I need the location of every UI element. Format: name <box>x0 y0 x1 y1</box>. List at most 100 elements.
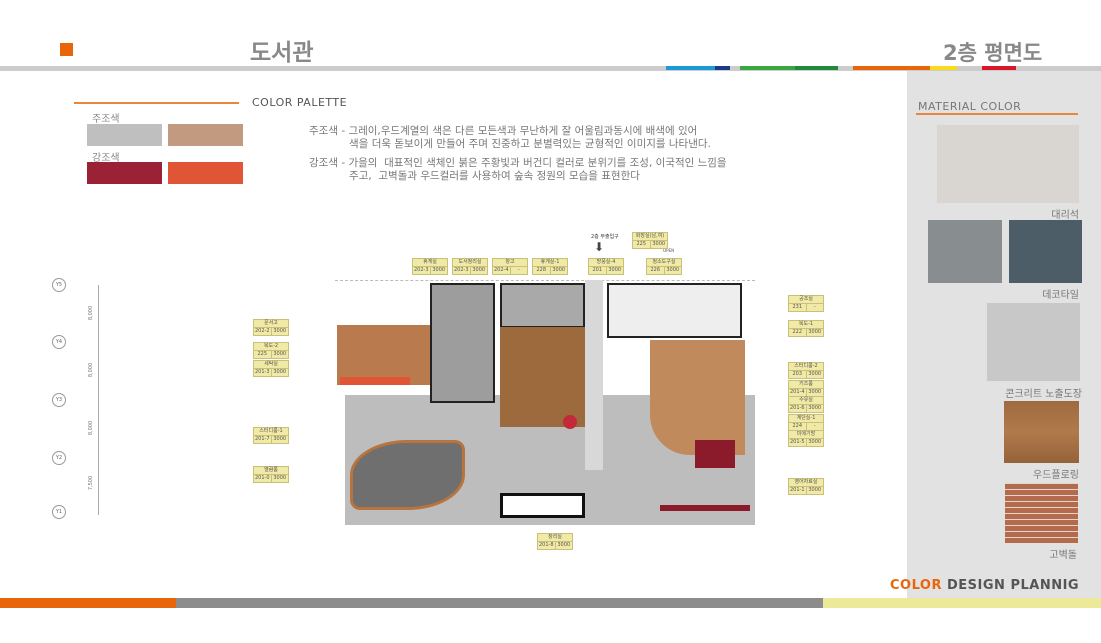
room-height: 3000 <box>663 267 682 274</box>
bar-segment-darkgreen <box>795 66 838 70</box>
room-name: 공조실 <box>789 296 823 304</box>
material-divider <box>916 113 1078 115</box>
room-height: - <box>509 267 528 274</box>
axis-dimension: 8,000 <box>88 305 95 321</box>
restrooms <box>607 283 742 338</box>
room-name: 세탁실 <box>254 361 288 369</box>
room-height: 3000 <box>805 389 824 396</box>
room-name: 휴게실-1 <box>533 259 567 267</box>
room-height: 3000 <box>805 439 824 446</box>
bar-segment-green <box>740 66 795 70</box>
wood-flooring-swatch <box>1004 401 1079 463</box>
room-code: 201-4 <box>789 389 805 395</box>
room-height: 3000 <box>270 475 289 482</box>
footer-accent: COLOR <box>890 578 942 593</box>
red-seating-icon <box>563 415 577 429</box>
room-height: 3000 <box>805 371 824 378</box>
room-name: 수유실 <box>789 397 823 405</box>
room-name: 키즈룸 <box>789 381 823 389</box>
header-divider <box>0 66 1101 71</box>
wood-room-left <box>337 325 430 385</box>
room-code: 201-3 <box>254 369 270 375</box>
accent-swatch-orange <box>168 162 243 184</box>
room-code: 222 <box>792 329 803 335</box>
room-code: 202-2 <box>254 328 270 334</box>
entrance-arrow-icon: ⬇ <box>594 240 605 254</box>
room-code: 201 <box>592 267 603 273</box>
central-wood-room <box>500 327 585 427</box>
main-swatch-wood <box>168 124 243 146</box>
accent-swatch-burgundy <box>87 162 162 184</box>
accent-color-label: 강조색 <box>92 153 120 164</box>
grid-axis-line <box>98 285 99 515</box>
room-height: 3000 <box>805 405 824 412</box>
concrete-swatch <box>987 303 1080 381</box>
footer-rest: DESIGN PLANNIG <box>941 578 1080 593</box>
footer-title: COLOR DESIGN PLANNIG <box>890 578 1079 593</box>
room-name: 화장실(남,여) <box>633 233 667 241</box>
room-height: 3000 <box>469 267 488 274</box>
room-code: 202-3 <box>413 267 429 273</box>
entrance-label: 2층 부출입구 <box>591 234 619 240</box>
decotile-swatch-blue <box>1009 220 1082 283</box>
study-room-gray <box>500 283 585 328</box>
room-code: 203 <box>792 371 803 377</box>
room-name: 열람룸 <box>254 467 288 475</box>
header-marker <box>60 43 73 56</box>
room-code: 201-7 <box>254 436 270 442</box>
bar-segment-yellow <box>930 66 957 70</box>
decotile-swatch-gray <box>928 220 1002 283</box>
axis-dimension: 8,000 <box>88 420 95 436</box>
room-height: - <box>805 423 824 430</box>
page-title: 도서관 <box>250 40 314 66</box>
room-name: 휴게실 <box>413 259 447 267</box>
room-name: 청소도구실 <box>647 259 681 267</box>
axis-dimension: 7,500 <box>88 475 95 491</box>
corridor <box>585 280 603 470</box>
room-height: 3000 <box>270 436 289 443</box>
room-name: 스터디룸-2 <box>789 363 823 371</box>
main-color-description: 주조색 - 그레이,우드계열의 색은 다른 모든색과 무난하게 잘 어울림과동시… <box>309 125 711 150</box>
axis-marker: Y2 <box>52 451 66 465</box>
material-label: 고벽돌 <box>1049 550 1077 561</box>
room-height: 3000 <box>270 369 289 376</box>
burgundy-room <box>695 440 735 468</box>
room-code: 202-3 <box>453 267 469 273</box>
material-label: 데코타일 <box>1042 290 1079 301</box>
material-title: MATERIAL COLOR <box>918 100 1022 113</box>
footer-bar-gray <box>176 598 823 608</box>
room-name: 문서고 <box>254 320 288 328</box>
footer-bar-yellow <box>823 598 1101 608</box>
room-code: 201-5 <box>789 439 805 445</box>
page-subtitle: 2층 평면도 <box>943 41 1043 65</box>
material-label: 대리석 <box>1051 210 1079 221</box>
room-code: 225 <box>257 351 268 357</box>
room-name: 복도-2 <box>254 343 288 351</box>
room-name: 영어자료실 <box>789 479 823 487</box>
room-name: 방풍실-4 <box>589 259 623 267</box>
palette-title: COLOR PALETTE <box>252 96 348 109</box>
service-rooms <box>430 283 495 403</box>
room-height: 3000 <box>270 351 289 358</box>
room-height: - <box>805 304 824 311</box>
room-height: 3000 <box>805 487 824 494</box>
room-code: 201-8 <box>538 542 554 548</box>
room-code: 201-6 <box>789 405 805 411</box>
axis-dimension: 8,000 <box>88 362 95 378</box>
room-code: 226 <box>650 267 661 273</box>
